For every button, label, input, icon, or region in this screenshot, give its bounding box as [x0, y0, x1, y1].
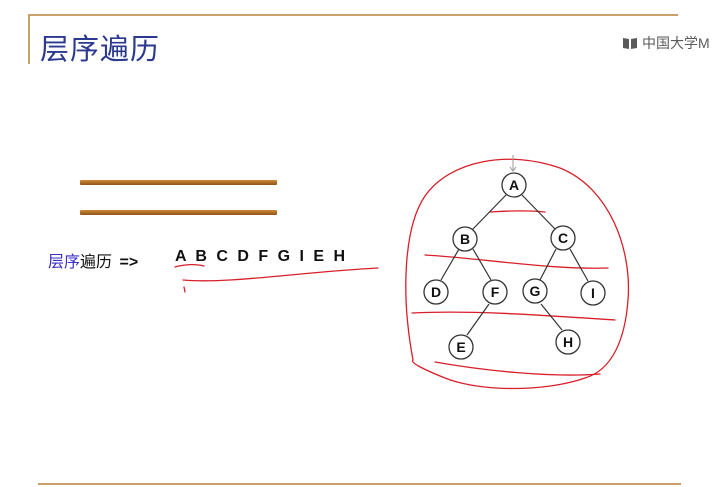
node-e-circle — [448, 334, 474, 360]
edge-f-e — [466, 303, 490, 336]
watermark: 中国大学M — [622, 33, 719, 53]
node-f-label: F — [491, 284, 500, 300]
node-g-label: G — [530, 283, 541, 299]
edge-g-h — [540, 303, 563, 331]
traversal-line: 层序遍历 => A B C D F G I E H — [48, 248, 345, 272]
node-d-circle — [423, 279, 449, 305]
footer-rule — [38, 483, 681, 485]
edge-b-d — [440, 248, 460, 281]
decorative-bar-top — [80, 180, 277, 185]
slide-title: 层序遍历 — [40, 32, 161, 66]
node-i-label: I — [591, 285, 595, 301]
underline-annotation — [182, 267, 379, 282]
node-i-circle — [580, 280, 606, 306]
watermark-text: 中国大学M — [642, 35, 710, 51]
edge-b-f — [472, 248, 492, 281]
level-divider-4 — [434, 361, 601, 376]
node-h-label: H — [563, 334, 573, 350]
edge-a-b — [471, 194, 507, 231]
node-d-label: D — [431, 284, 441, 300]
underline-short — [174, 263, 205, 268]
decorative-bar-bottom — [80, 210, 277, 215]
traversal-label-suffix: 遍历 — [80, 252, 113, 271]
pointer-mark — [509, 155, 517, 172]
edge-c-g — [539, 248, 557, 281]
node-a-circle — [501, 172, 527, 198]
level-divider-3 — [411, 311, 616, 321]
title-left-rule — [28, 14, 30, 64]
node-b-label: B — [460, 231, 470, 247]
traversal-label-keyword: 层序 — [48, 252, 81, 271]
enclosing-loop — [405, 158, 630, 390]
book-icon — [623, 38, 637, 49]
level-divider-1 — [489, 210, 546, 213]
node-f-circle — [482, 279, 508, 305]
node-e-label: E — [456, 339, 465, 355]
edge-a-c — [521, 194, 557, 231]
title-top-rule — [28, 14, 678, 16]
node-c-label: C — [558, 230, 568, 246]
node-h-circle — [555, 329, 581, 355]
node-g-circle — [522, 278, 548, 304]
level-divider-2 — [424, 254, 609, 269]
node-b-circle — [452, 226, 478, 252]
traversal-sequence: A B C D F G I E H — [175, 248, 346, 265]
traversal-arrow: => — [119, 254, 139, 271]
edge-c-i — [569, 248, 589, 282]
cursor-mark — [183, 286, 186, 293]
node-c-circle — [550, 225, 576, 251]
node-a-label: A — [509, 177, 519, 193]
